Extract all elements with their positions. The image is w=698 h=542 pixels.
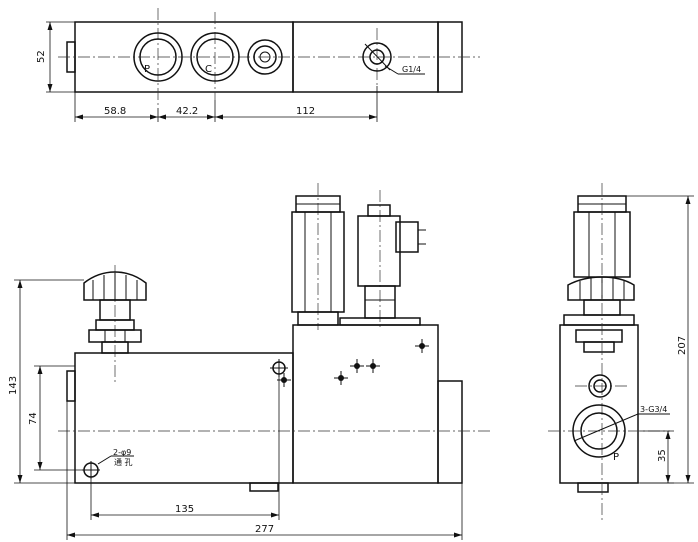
dim-143: 143: [8, 376, 19, 395]
small-port-outer: [247, 39, 283, 75]
side-bottom-boss: [577, 482, 609, 493]
front-view: 2-φ9 通 孔 143 74 135 277: [8, 183, 490, 540]
port-c-outer: [190, 32, 240, 82]
front-right-end: [437, 380, 463, 484]
solenoid-plate: [339, 317, 421, 326]
dim-277: 277: [255, 524, 274, 535]
g14-port-inner: [369, 49, 385, 65]
side-small-port-inner: [593, 379, 607, 393]
solenoid-cap: [367, 204, 391, 217]
top-view: P C G1/4 52 58.8 42.2: [36, 8, 480, 122]
front-left-block: [74, 352, 294, 484]
side-port-label: P: [613, 452, 619, 463]
front-right-block: [292, 324, 439, 484]
g14-label: G1/4: [402, 65, 421, 74]
solenoid-connector: [395, 221, 419, 253]
side-thread-label: 3-G3/4: [640, 405, 667, 414]
front-bottom-boss: [249, 482, 279, 492]
dim-52: 52: [36, 50, 47, 63]
side-view: 3-G3/4 P 207 35: [548, 183, 694, 520]
port-p-inner: [139, 38, 177, 76]
side-port-outer: [572, 404, 626, 458]
front-left-stub: [66, 370, 76, 402]
cartridge-base: [297, 311, 339, 326]
dim-135: 135: [175, 504, 194, 515]
dim-112: 112: [296, 106, 315, 117]
small-port-inner: [259, 51, 271, 63]
port-c-inner: [196, 38, 234, 76]
side-body: [559, 324, 639, 484]
hole-note-line2: 通 孔: [114, 457, 133, 467]
port-p-label: P: [144, 64, 150, 75]
dim-74: 74: [28, 412, 39, 425]
mount-holes: [277, 339, 429, 387]
side-small-port-outer: [588, 374, 612, 398]
dim-35: 35: [657, 449, 668, 462]
dim-58-8: 58.8: [104, 106, 126, 117]
side-port-inner: [580, 412, 618, 450]
hole-note-line1: 2-φ9: [113, 448, 131, 457]
solenoid-coil: [357, 215, 401, 287]
knob-collar: [101, 341, 129, 354]
side-top-plate: [563, 314, 635, 326]
port-p-outer: [133, 32, 183, 82]
side-knob-nut: [575, 329, 623, 343]
knob-head: [83, 271, 147, 301]
small-port-mid: [253, 45, 277, 69]
dim-207: 207: [677, 336, 688, 355]
port-c-label: C: [205, 64, 212, 75]
g14-port-outer: [362, 42, 392, 72]
dim-42-2: 42.2: [176, 106, 198, 117]
side-knob-collar: [583, 341, 615, 353]
